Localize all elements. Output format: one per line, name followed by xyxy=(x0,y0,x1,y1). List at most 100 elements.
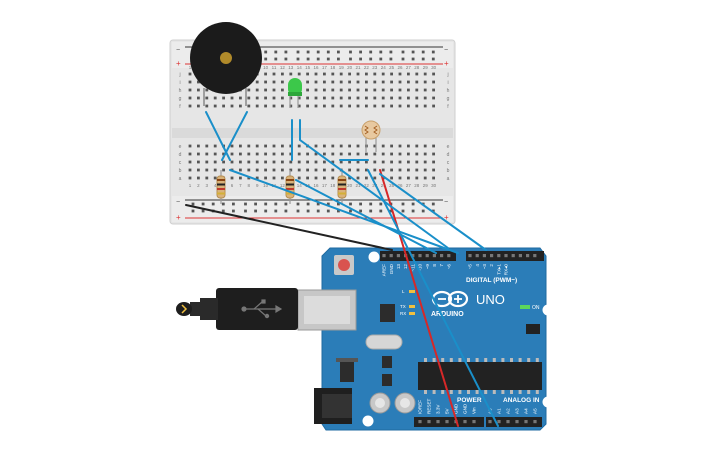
breadboard-hole[interactable] xyxy=(390,152,393,156)
breadboard-hole[interactable] xyxy=(390,168,393,172)
breadboard-hole[interactable] xyxy=(247,152,251,156)
breadboard-hole[interactable] xyxy=(407,72,410,76)
breadboard-hole[interactable] xyxy=(272,104,276,108)
breadboard-hole[interactable] xyxy=(222,160,225,164)
breadboard-hole[interactable] xyxy=(432,104,435,108)
rail-hole[interactable] xyxy=(191,209,195,213)
breadboard-hole[interactable] xyxy=(398,152,402,156)
breadboard-hole[interactable] xyxy=(415,144,419,148)
breadboard-hole[interactable] xyxy=(281,144,284,148)
rail-hole[interactable] xyxy=(264,202,268,206)
rail-hole[interactable] xyxy=(369,57,373,61)
header-pin[interactable] xyxy=(447,254,451,258)
breadboard-hole[interactable] xyxy=(188,152,192,156)
rail-hole[interactable] xyxy=(359,202,362,206)
breadboard-hole[interactable] xyxy=(230,152,234,156)
header-pin[interactable] xyxy=(497,254,501,258)
wire-blue-d10[interactable] xyxy=(299,119,449,249)
breadboard-hole[interactable] xyxy=(348,168,351,172)
rail-hole[interactable] xyxy=(337,202,340,206)
usb-cable[interactable] xyxy=(176,288,298,330)
breadboard-hole[interactable] xyxy=(398,104,402,108)
breadboard-hole[interactable] xyxy=(272,144,276,148)
rail-hole[interactable] xyxy=(221,202,225,206)
breadboard-hole[interactable] xyxy=(264,160,267,164)
breadboard-hole[interactable] xyxy=(390,176,393,180)
breadboard-hole[interactable] xyxy=(306,176,309,180)
breadboard-hole[interactable] xyxy=(205,144,209,148)
rail-hole[interactable] xyxy=(369,50,373,54)
breadboard-hole[interactable] xyxy=(415,96,419,100)
breadboard-hole[interactable] xyxy=(272,152,276,156)
breadboard-hole[interactable] xyxy=(205,168,209,172)
breadboard-hole[interactable] xyxy=(297,104,301,108)
rail-hole[interactable] xyxy=(201,202,205,206)
breadboard-hole[interactable] xyxy=(255,80,259,84)
breadboard-hole[interactable] xyxy=(415,104,419,108)
reset-button-cap[interactable] xyxy=(338,259,350,271)
breadboard-hole[interactable] xyxy=(373,96,377,100)
rail-hole[interactable] xyxy=(284,50,288,54)
breadboard-hole[interactable] xyxy=(255,144,259,148)
breadboard-hole[interactable] xyxy=(239,160,242,164)
rail-hole[interactable] xyxy=(411,57,415,61)
rail-hole[interactable] xyxy=(274,50,278,54)
breadboard-hole[interactable] xyxy=(289,96,293,100)
rail-hole[interactable] xyxy=(244,209,247,213)
rail-hole[interactable] xyxy=(264,50,268,54)
breadboard-hole[interactable] xyxy=(323,176,326,180)
breadboard-hole[interactable] xyxy=(272,176,276,180)
header-pin[interactable] xyxy=(382,254,386,258)
breadboard-hole[interactable] xyxy=(289,72,293,76)
breadboard-hole[interactable] xyxy=(348,160,351,164)
breadboard-hole[interactable] xyxy=(323,104,326,108)
breadboard-hole[interactable] xyxy=(331,88,335,92)
breadboard-hole[interactable] xyxy=(239,144,242,148)
breadboard-hole[interactable] xyxy=(356,88,360,92)
breadboard-hole[interactable] xyxy=(381,72,385,76)
breadboard-hole[interactable] xyxy=(331,144,335,148)
rail-hole[interactable] xyxy=(306,50,310,54)
breadboard-hole[interactable] xyxy=(197,176,200,180)
breadboard-hole[interactable] xyxy=(415,72,419,76)
breadboard-hole[interactable] xyxy=(188,88,192,92)
photoresistor[interactable] xyxy=(361,120,381,152)
breadboard-hole[interactable] xyxy=(432,80,435,84)
breadboard-hole[interactable] xyxy=(373,88,377,92)
breadboard-hole[interactable] xyxy=(205,160,209,164)
breadboard-hole[interactable] xyxy=(373,176,377,180)
breadboard-hole[interactable] xyxy=(205,88,209,92)
breadboard-hole[interactable] xyxy=(188,176,192,180)
breadboard-hole[interactable] xyxy=(339,96,343,100)
breadboard-hole[interactable] xyxy=(365,176,368,180)
breadboard-hole[interactable] xyxy=(264,80,267,84)
breadboard-hole[interactable] xyxy=(222,104,225,108)
breadboard-hole[interactable] xyxy=(222,96,225,100)
breadboard-hole[interactable] xyxy=(373,144,377,148)
rail-hole[interactable] xyxy=(221,209,225,213)
breadboard-hole[interactable] xyxy=(407,160,410,164)
breadboard-hole[interactable] xyxy=(239,152,242,156)
breadboard-hole[interactable] xyxy=(323,168,326,172)
breadboard-hole[interactable] xyxy=(407,80,410,84)
breadboard-hole[interactable] xyxy=(339,152,343,156)
header-pin[interactable] xyxy=(526,254,530,258)
breadboard-hole[interactable] xyxy=(331,152,335,156)
breadboard-hole[interactable] xyxy=(255,160,259,164)
header-pin[interactable] xyxy=(463,420,467,424)
breadboard-hole[interactable] xyxy=(432,160,435,164)
rail-hole[interactable] xyxy=(421,57,425,61)
rail-hole[interactable] xyxy=(232,202,235,206)
breadboard-hole[interactable] xyxy=(306,72,309,76)
rail-hole[interactable] xyxy=(201,209,205,213)
rail-hole[interactable] xyxy=(411,50,415,54)
rail-hole[interactable] xyxy=(296,57,300,61)
breadboard-hole[interactable] xyxy=(331,72,335,76)
breadboard-hole[interactable] xyxy=(415,80,419,84)
rail-hole[interactable] xyxy=(369,209,373,213)
breadboard-hole[interactable] xyxy=(415,168,419,172)
rail-hole[interactable] xyxy=(244,202,247,206)
resistors[interactable] xyxy=(216,170,347,204)
breadboard-hole[interactable] xyxy=(356,160,360,164)
green-led[interactable] xyxy=(288,78,302,108)
